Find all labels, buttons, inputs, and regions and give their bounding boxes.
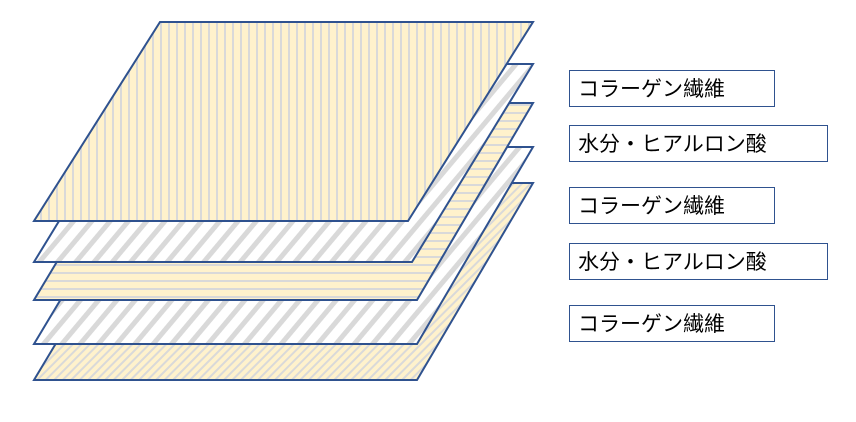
label-water-hyaluronic-2: 水分・ヒアルロン酸 [569,243,828,280]
label-water-hyaluronic-1: 水分・ヒアルロン酸 [569,125,828,162]
label-collagen-3: コラーゲン繊維 [569,305,775,342]
label-collagen-2: コラーゲン繊維 [569,187,775,224]
label-collagen-1: コラーゲン繊維 [569,70,775,107]
layer-1-collagen [32,21,535,222]
